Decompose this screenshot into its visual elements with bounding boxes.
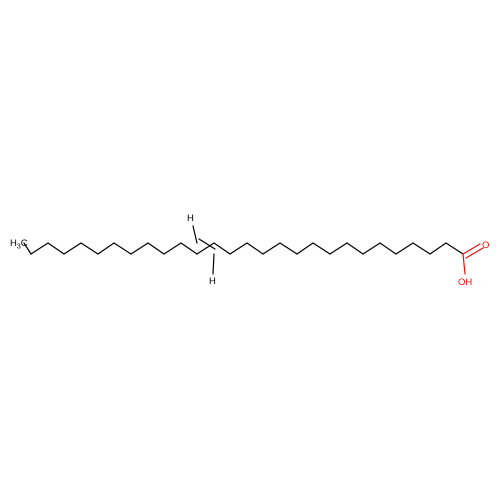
- bond-methyl: [23, 242, 32, 255]
- bond-single-14: [246, 242, 264, 255]
- hydroxyl-label: OH: [458, 277, 472, 288]
- bond-single-6: [113, 242, 132, 255]
- bond-single-2: [47, 242, 65, 255]
- bond-single-24: [412, 242, 431, 255]
- bond-single-19: [329, 242, 348, 255]
- bond-single-10: [180, 242, 198, 255]
- bond-single-23: [395, 242, 414, 255]
- bond-hydroxyl: [462, 253, 466, 275]
- bond-single-5: [97, 242, 115, 255]
- bond-h-lower: [212, 253, 215, 275]
- bond-carbonyl-2: [465, 247, 484, 259]
- bond-single-17: [296, 242, 314, 255]
- bond-single-25: [429, 242, 447, 255]
- bond-single-18: [312, 242, 331, 255]
- bond-carbonyl-1: [462, 243, 481, 255]
- bond-single-12: [213, 242, 231, 255]
- bond-single-1: [30, 242, 49, 255]
- carbonyl-oxygen-label: O: [482, 240, 489, 251]
- bond-single-16: [279, 242, 298, 255]
- hydrogen-label-lower: H: [209, 276, 216, 287]
- bond-single-11: [196, 242, 215, 255]
- bond-single-20: [346, 242, 364, 255]
- bond-single-9: [163, 242, 182, 255]
- bond-single-7: [130, 242, 149, 255]
- bond-single-21: [362, 242, 381, 255]
- bond-single-3: [63, 242, 82, 255]
- methyl-label: H3C: [10, 238, 28, 251]
- bond-single-22: [379, 242, 397, 255]
- bond-single-4: [80, 242, 99, 255]
- hydrogen-label-upper: H: [187, 213, 194, 224]
- carbon-chain: [23, 225, 484, 275]
- bond-single-15: [262, 242, 281, 255]
- bond-single-8: [147, 242, 165, 255]
- bond-single-13: [229, 242, 248, 255]
- bond-single-26: [445, 242, 464, 255]
- bond-h-upper: [192, 225, 198, 244]
- bond-double-second-line: [198, 238, 216, 250]
